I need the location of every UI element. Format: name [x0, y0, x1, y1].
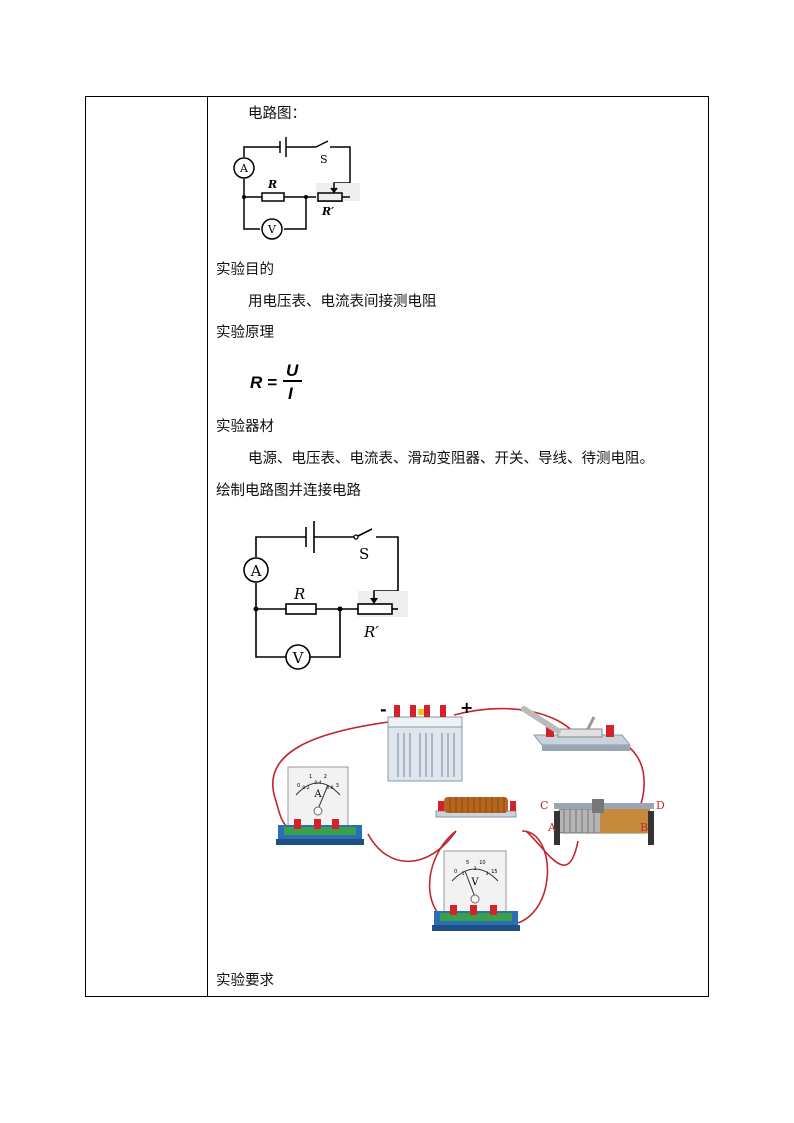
- battery-icon: [387, 705, 463, 782]
- voltmeter-scale-outer: 0: [454, 869, 457, 875]
- voltmeter-scale-outer: 5: [466, 860, 469, 866]
- document-table: 电路图：: [85, 96, 709, 997]
- switch-label: S: [320, 153, 328, 166]
- voltmeter-scale-outer: 15: [491, 869, 497, 875]
- formula-lhs: R =: [250, 373, 277, 392]
- formula-r-equals-u-over-i: R = U I: [250, 361, 302, 403]
- rheostat-label: R′: [321, 205, 334, 218]
- ammeter-symbol: [233, 157, 255, 179]
- resistor-label-large: R: [293, 585, 305, 603]
- battery-positive-sign: +: [460, 698, 473, 717]
- ammeter-scale-outer: 1: [309, 774, 312, 780]
- resistor-label: R: [267, 178, 277, 191]
- voltmeter-scale-inner: 2: [474, 866, 477, 872]
- voltmeter-face-label: V: [470, 877, 479, 888]
- voltmeter-label: V: [267, 223, 277, 236]
- table-left-column: [86, 97, 208, 996]
- table-right-column: 电路图：: [208, 97, 708, 996]
- voltmeter-scale-inner: 3: [486, 871, 489, 877]
- switch-icon: [521, 706, 632, 751]
- voltmeter-symbol-large: [285, 644, 311, 670]
- rheostat-terminal-c: C: [540, 799, 548, 812]
- principle-heading: 实验原理: [216, 325, 274, 341]
- resistor-coil-icon: [435, 797, 517, 818]
- rheostat-label-large: R′: [363, 623, 379, 641]
- draw-connect-heading: 绘制电路图并连接电路: [216, 483, 361, 499]
- purpose-text: 用电压表、电流表间接测电阻: [248, 294, 437, 310]
- formula-denominator: I: [288, 384, 294, 403]
- ammeter-scale-inner: 0.2: [302, 785, 309, 791]
- rheostat-icon: [554, 799, 654, 845]
- ammeter-scale-outer: 3: [336, 783, 339, 789]
- small-circuit-diagram: A V S R R′: [233, 137, 360, 240]
- ammeter-label: A: [239, 162, 249, 175]
- rheostat-terminal-a: A: [547, 821, 557, 834]
- ammeter-icon: [276, 766, 364, 845]
- apparatus-illustration: - +: [272, 698, 665, 931]
- switch-label-large: S: [359, 545, 369, 563]
- ammeter-scale-outer: 2: [324, 774, 327, 780]
- requirements-heading: 实验要求: [216, 973, 274, 989]
- ammeter-scale-inner: 0.6: [326, 785, 333, 791]
- equipment-text: 电源、电压表、电流表、滑动变阻器、开关、导线、待测电阻。: [248, 451, 654, 467]
- battery-negative-sign: -: [380, 700, 387, 719]
- ammeter-symbol-large: [243, 557, 269, 583]
- purpose-heading: 实验目的: [216, 262, 274, 278]
- circuit-diagram-label: 电路图：: [248, 106, 306, 122]
- voltmeter-icon: [432, 850, 520, 931]
- voltmeter-label-large: V: [292, 649, 305, 667]
- ammeter-scale-outer: 0: [297, 783, 300, 789]
- large-circuit-diagram: A V S R R′: [243, 521, 408, 670]
- ammeter-label-large: A: [250, 562, 262, 580]
- equipment-heading: 实验器材: [216, 419, 274, 435]
- voltmeter-scale-outer: 10: [479, 860, 485, 866]
- voltmeter-symbol: [261, 218, 283, 240]
- ammeter-face-label: A: [313, 789, 322, 800]
- rheostat-terminal-b: B: [640, 821, 648, 834]
- ammeter-scale-inner: 0.4: [314, 780, 321, 786]
- voltmeter-scale-inner: 1: [462, 871, 465, 877]
- rheostat-terminal-d: D: [656, 799, 665, 812]
- formula-numerator: U: [286, 361, 299, 380]
